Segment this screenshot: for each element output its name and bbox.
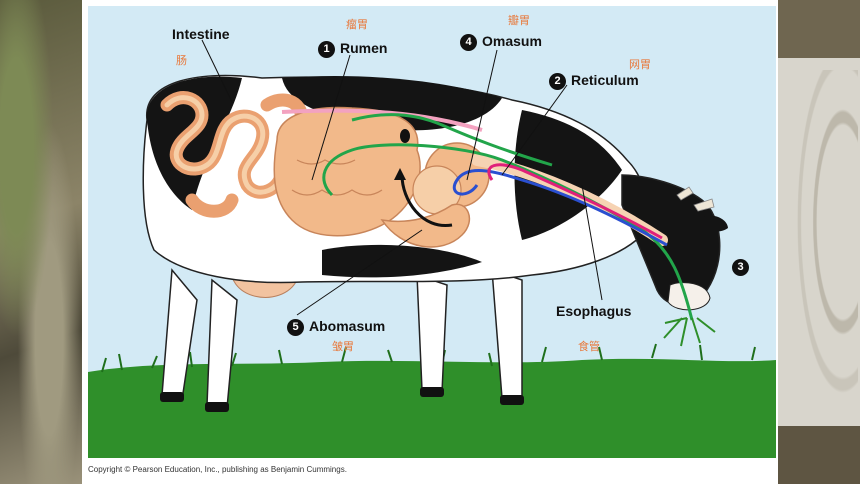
intestine-coils-highlight <box>164 95 285 195</box>
copyright-notice: Copyright © Pearson Education, Inc., pub… <box>88 465 347 474</box>
cow-horns <box>676 186 715 212</box>
abomasum-label: 5 Abomasum <box>287 318 385 336</box>
rumen-label: 1 Rumen <box>318 40 387 58</box>
esophagus-label: Esophagus <box>556 303 632 319</box>
step-5-badge: 5 <box>287 319 304 336</box>
magenta-path <box>487 163 663 240</box>
rumen-label-text: Rumen <box>340 40 388 56</box>
intestine-label-chinese: 肠 <box>176 55 187 67</box>
cow-muzzle <box>667 282 711 311</box>
omasum-label-chinese: 瓣胃 <box>508 15 530 27</box>
step-2-badge: 2 <box>549 73 566 90</box>
omasum-label-text: Omasum <box>482 33 542 49</box>
black-arrow-path <box>400 174 453 227</box>
rumen-folds <box>291 159 383 196</box>
step-4-badge: 4 <box>460 34 477 51</box>
abomasum-label-text: Abomasum <box>309 318 386 334</box>
right-background-texture <box>778 0 860 484</box>
left-background-texture <box>0 0 82 484</box>
grass-field <box>88 358 776 458</box>
reticulum-label-chinese: 网胃 <box>629 59 651 71</box>
cow-legs <box>161 268 523 409</box>
cow-digestive-illustration <box>88 39 776 458</box>
diagram-panel: Intestine 肠 瘤胃 1 Rumen 瓣胃 4 Omasum 网胃 2 Ret… <box>82 0 778 484</box>
esophagus-label-chinese: 食管 <box>578 341 600 353</box>
spine-stripe <box>281 108 483 132</box>
reticulum-label: 2 Reticulum <box>549 72 639 90</box>
omasum-label: 4 Omasum <box>460 33 542 51</box>
cow-hooves <box>160 387 524 412</box>
right-background-swirl <box>782 70 858 450</box>
abomasum-label-chinese: 皱胃 <box>332 341 354 353</box>
reticulum-label-text: Reticulum <box>571 72 639 88</box>
rumen-opening <box>400 129 410 143</box>
green-food-path <box>322 143 694 321</box>
cow-ear <box>700 215 728 232</box>
step-1-badge: 1 <box>318 41 335 58</box>
grass-in-mouth <box>663 317 716 347</box>
step-3-marker: 3 <box>732 258 754 276</box>
intestine-label: Intestine <box>172 26 230 42</box>
leader-lines <box>201 39 603 316</box>
step-3-badge: 3 <box>732 259 749 276</box>
black-arrowhead <box>394 168 406 180</box>
rumen-label-chinese: 瘤胃 <box>346 19 368 31</box>
green-return-path <box>351 113 553 167</box>
